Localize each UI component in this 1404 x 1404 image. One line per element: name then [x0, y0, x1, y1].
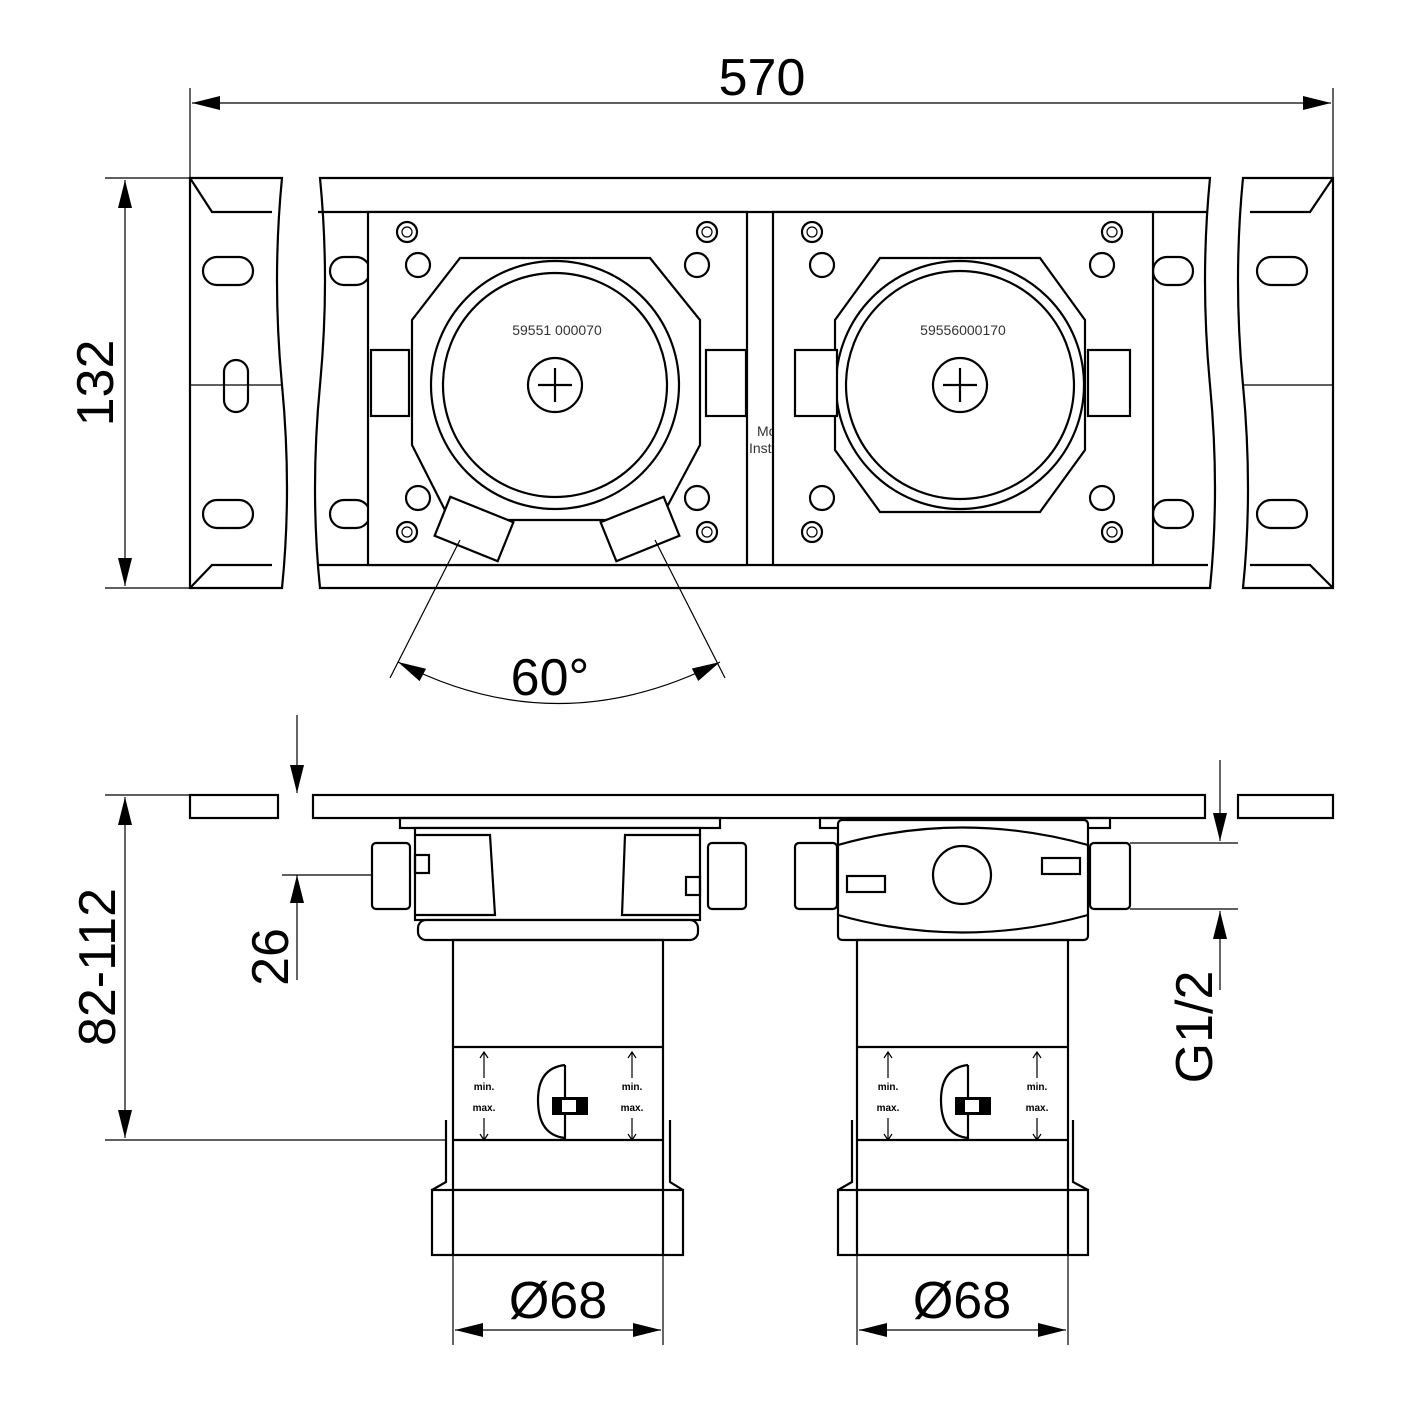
scale-max-right-2: max. — [1026, 1103, 1049, 1114]
dimension-angle: 60° — [389, 539, 726, 707]
offset-label: 26 — [242, 928, 300, 986]
diameter-left-label: Ø68 — [509, 1272, 607, 1330]
mounting-frame-top-view — [188, 176, 1335, 590]
center-label-line1: Mo — [757, 423, 777, 439]
scale-max-right: max. — [621, 1103, 644, 1114]
scale-min-left: min. — [474, 1082, 495, 1093]
part-number-left: 59551 000070 — [512, 322, 602, 338]
center-label-line2: Inst — [749, 440, 772, 456]
valve-module-left-top: 59551 000070 Mo Inst — [366, 210, 777, 567]
dimension-diameter-right: Ø68 — [856, 1255, 1069, 1345]
angle-label: 60° — [511, 649, 590, 707]
mounting-plate-side — [188, 793, 1335, 820]
diameter-right-label: Ø68 — [913, 1272, 1011, 1330]
dimension-height-top: 132 — [67, 177, 190, 589]
thread-label: G1/2 — [1166, 971, 1224, 1084]
dimension-width: 570 — [189, 49, 1334, 178]
width-label: 570 — [719, 49, 806, 107]
dimension-diameter-left: Ø68 — [452, 1255, 664, 1345]
valve-body-right-side: min. max. min. max. — [793, 816, 1132, 1257]
depth-label: 82-112 — [69, 888, 127, 1046]
part-number-right: 59556000170 — [920, 322, 1006, 338]
scale-min-left-2: min. — [878, 1082, 899, 1093]
scale-max-left-2: max. — [877, 1103, 900, 1114]
dimension-thread: G1/2 — [1130, 760, 1238, 1083]
valve-body-left-side: min. max. min. max. — [370, 816, 748, 1257]
dimension-depth: 82-112 — [69, 794, 446, 1141]
height-label: 132 — [67, 340, 125, 427]
scale-min-right-2: min. — [1027, 1082, 1048, 1093]
scale-min-right: min. — [622, 1082, 643, 1093]
scale-max-left: max. — [473, 1103, 496, 1114]
valve-module-right-top: 59556000170 — [771, 210, 1155, 567]
dimension-offset: 26 — [242, 715, 372, 986]
